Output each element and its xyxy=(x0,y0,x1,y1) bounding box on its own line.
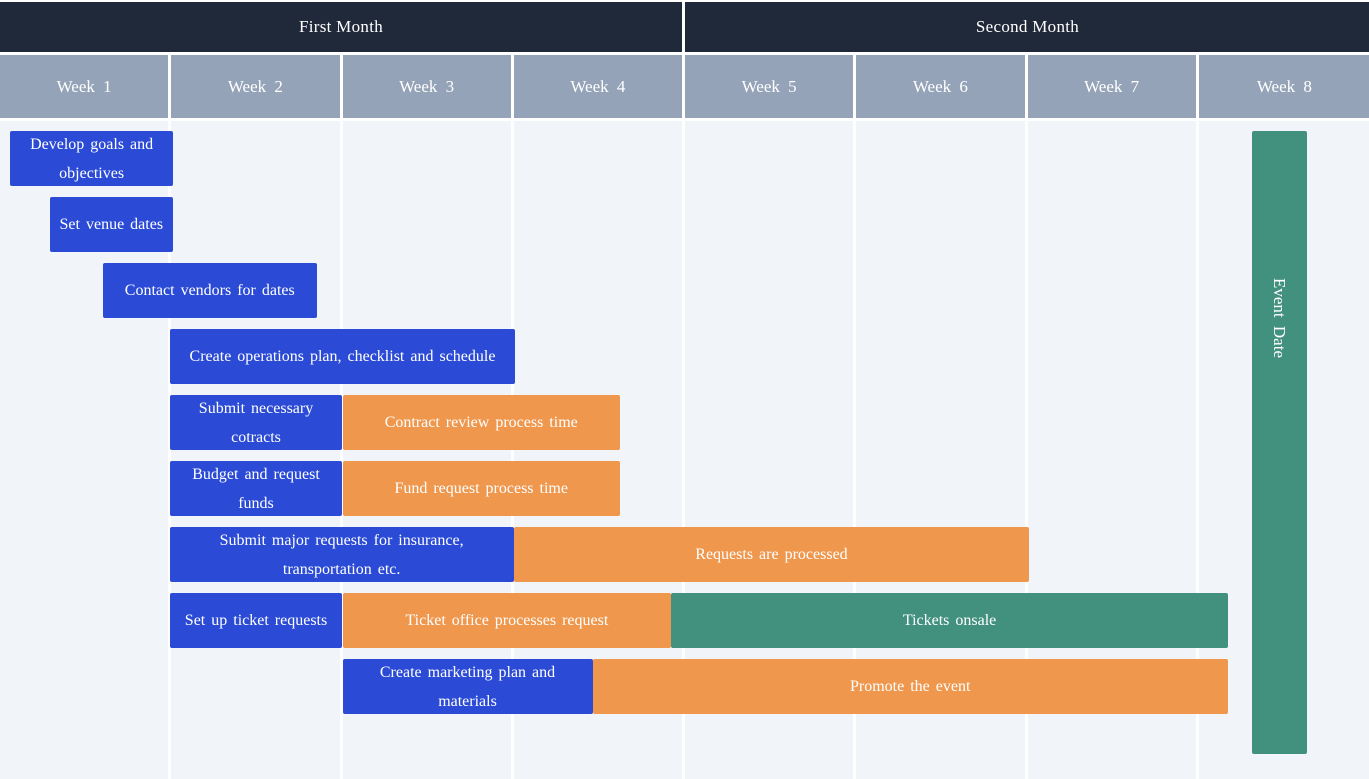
milestone-label: Event Date xyxy=(1270,277,1290,358)
week-header-1: Week 1 xyxy=(0,55,169,118)
week-header-2: Week 2 xyxy=(171,55,340,118)
week-header-5: Week 5 xyxy=(685,55,854,118)
event-date-milestone[interactable]: Event Date xyxy=(1251,131,1307,754)
task-bar[interactable]: Fund request process time xyxy=(342,461,620,516)
task-bar[interactable]: Create marketing plan and materials xyxy=(342,659,593,714)
task-label: Create operations plan, checklist and sc… xyxy=(189,348,496,365)
task-bar[interactable]: Contract review process time xyxy=(342,395,620,450)
week-header-4: Week 4 xyxy=(513,55,682,118)
task-label: Submit necessary cotracts xyxy=(198,399,314,446)
task-label: Budget and request funds xyxy=(192,465,320,512)
task-label: Set up ticket requests xyxy=(184,612,328,629)
task-label: Submit major requests for insurance, tra… xyxy=(219,531,464,578)
task-label: Contact vendors for dates xyxy=(124,282,295,299)
task-label: Fund request process time xyxy=(394,480,568,497)
month-header-2: Second Month xyxy=(685,2,1369,52)
task-label: Contract review process time xyxy=(384,414,578,431)
task-bar[interactable]: Tickets onsale xyxy=(671,593,1228,648)
task-bar[interactable]: Budget and request funds xyxy=(169,461,343,516)
task-bar[interactable]: Set up ticket requests xyxy=(169,593,343,648)
task-label: Requests are processed xyxy=(695,546,848,563)
task-label: Set venue dates xyxy=(59,216,164,233)
week-header-8: Week 8 xyxy=(1198,55,1369,118)
task-label: Tickets onsale xyxy=(902,612,997,629)
task-label: Develop goals and objectives xyxy=(30,135,154,182)
week-header-7: Week 7 xyxy=(1027,55,1196,118)
task-bar[interactable]: Contact vendors for dates xyxy=(102,263,317,318)
task-label: Promote the event xyxy=(849,678,971,695)
task-bar[interactable]: Submit necessary cotracts xyxy=(169,395,343,450)
task-label: Ticket office processes request xyxy=(405,612,609,629)
task-bar[interactable]: Develop goals and objectives xyxy=(10,131,173,186)
task-bar[interactable]: Promote the event xyxy=(592,659,1228,714)
task-bar[interactable]: Requests are processed xyxy=(513,527,1030,582)
week-column-2 xyxy=(171,121,340,779)
task-label: Create marketing plan and materials xyxy=(379,663,556,710)
week-header-3: Week 3 xyxy=(342,55,511,118)
week-header-6: Week 6 xyxy=(856,55,1025,118)
task-bar[interactable]: Set venue dates xyxy=(49,197,173,252)
task-bar[interactable]: Submit major requests for insurance, tra… xyxy=(169,527,514,582)
task-bar[interactable]: Ticket office processes request xyxy=(342,593,672,648)
month-header-1: First Month xyxy=(0,2,682,52)
task-bar[interactable]: Create operations plan, checklist and sc… xyxy=(169,329,516,384)
